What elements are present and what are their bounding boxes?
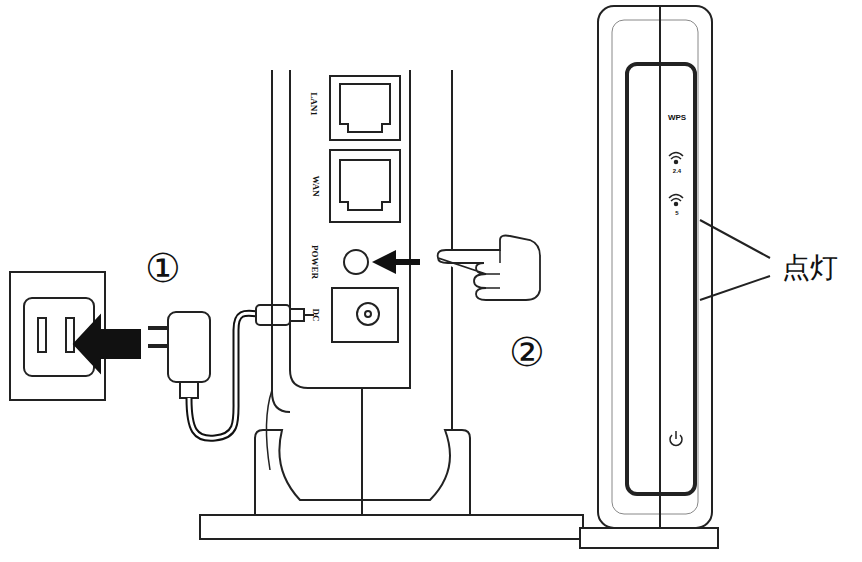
port-label: DC — [311, 309, 320, 322]
led-label: 2.4 — [673, 168, 681, 174]
led-label: WPS — [668, 114, 686, 122]
wan-socket — [340, 160, 390, 210]
stand — [255, 430, 470, 515]
led-panel — [627, 64, 695, 494]
power-icon — [670, 431, 682, 445]
wifi-icon — [669, 153, 683, 164]
lan-port — [330, 76, 400, 140]
socket-slot — [66, 318, 74, 352]
dc-jack-pin — [365, 311, 371, 317]
power-cable — [189, 313, 258, 438]
housing-curve — [272, 392, 290, 412]
hand-fingers — [486, 250, 500, 288]
led-label: 5 — [675, 210, 678, 216]
socket-slot — [38, 318, 46, 352]
housing-seam — [361, 388, 363, 518]
callout-number: ② — [509, 332, 545, 372]
adapter-neck — [180, 382, 198, 398]
port-panel — [290, 70, 410, 388]
port-label: WAN — [311, 175, 320, 196]
stand-shadow — [266, 390, 272, 470]
port-label: LAN1 — [309, 92, 318, 116]
router-seam — [659, 6, 661, 528]
callout-number: ① — [145, 248, 181, 288]
front-stand-base — [580, 528, 718, 548]
router-front — [598, 6, 712, 528]
power-cable-core — [189, 313, 258, 438]
wan-port — [330, 150, 400, 222]
dc-jack-ring — [357, 303, 379, 325]
lan-socket — [340, 84, 390, 132]
router-back-edge — [271, 70, 273, 392]
callout-text: 点灯 — [782, 254, 838, 282]
dc-plug-tip — [290, 309, 304, 321]
plug-arrow — [74, 316, 140, 372]
stand-base — [200, 515, 583, 539]
callout-pointer — [700, 220, 770, 300]
dc-jack — [332, 288, 398, 342]
pressing-hand — [438, 236, 540, 301]
ac-adapter — [168, 312, 210, 382]
adapter-prongs — [148, 328, 168, 346]
power-button — [344, 250, 368, 274]
wifi-icon — [669, 195, 683, 206]
router-bezel — [612, 20, 698, 514]
port-label: POWER — [310, 245, 319, 279]
press-arrow — [384, 259, 420, 265]
